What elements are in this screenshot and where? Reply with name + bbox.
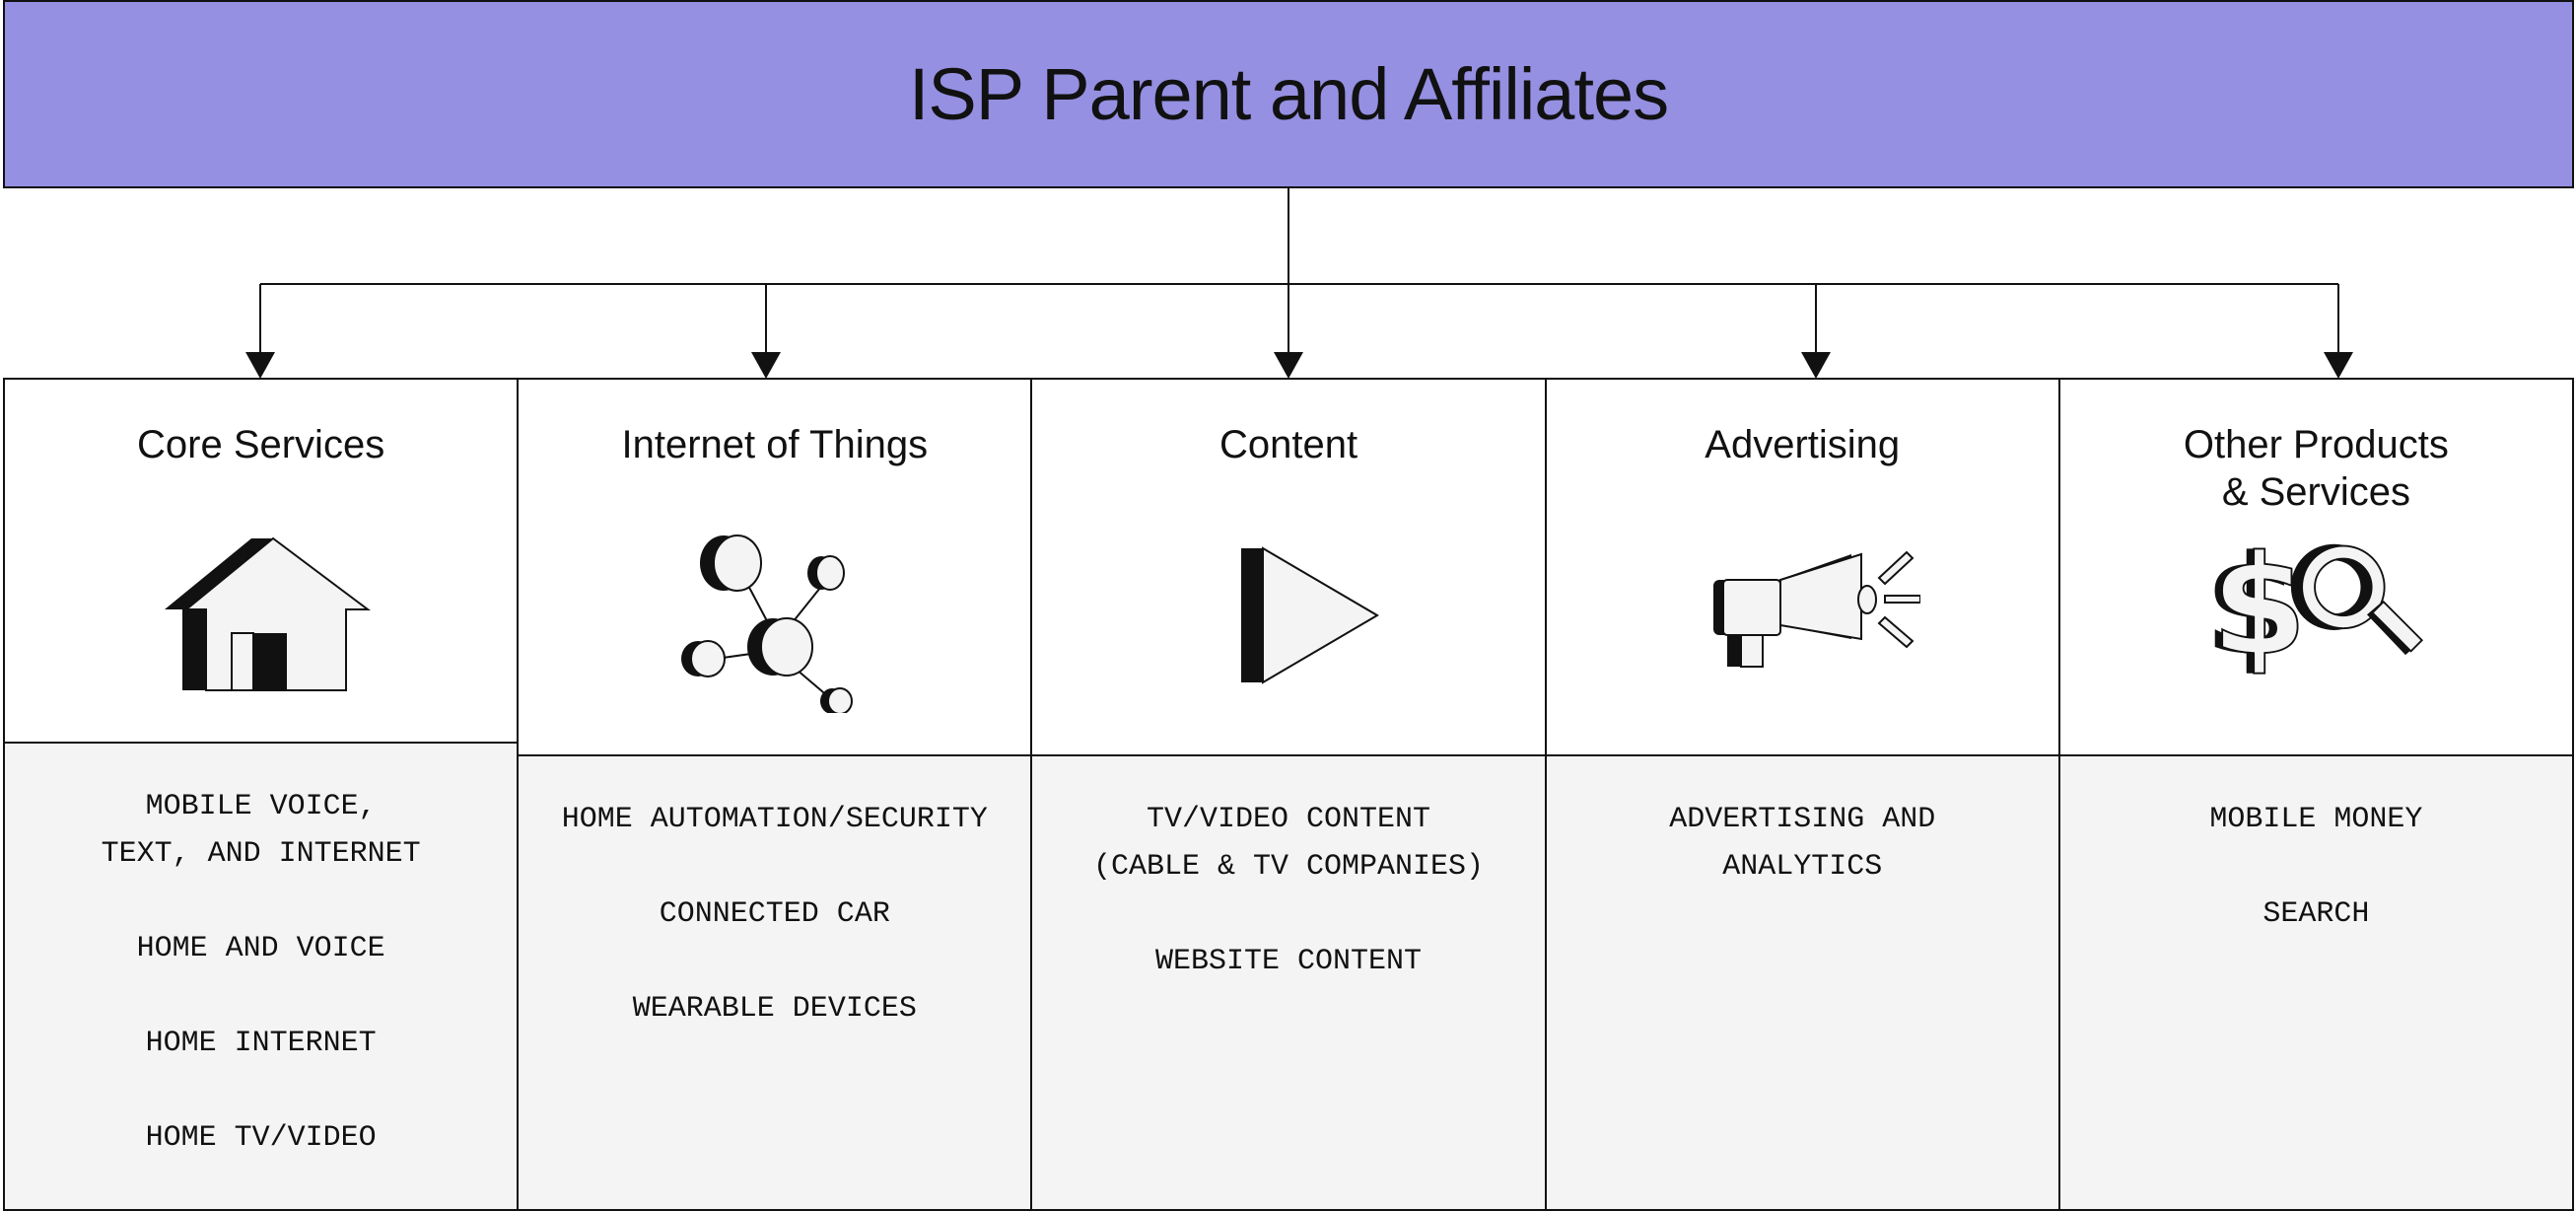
list-item: WEARABLE DEVICES — [632, 992, 917, 1026]
category-header: Advertising — [1546, 380, 2058, 756]
list-item: WEBSITE CONTENT — [1154, 945, 1423, 978]
list-item: HOME INTERNET — [145, 1027, 377, 1060]
category-core-services: Core Services MOBILE VOICE, TEXT, AND IN… — [5, 380, 518, 1209]
arrowhead-iot — [751, 352, 781, 379]
category-items: ADVERTISING AND ANALYTICS — [1546, 756, 2058, 1209]
arrowhead-advertising — [1801, 352, 1831, 379]
category-items: TV/VIDEO CONTENT (CABLE & TV COMPANIES) … — [1032, 756, 1545, 1209]
category-header: Core Services — [5, 380, 518, 744]
category-other-products-services: Other Products & Services $ $ MOBILE — [2057, 380, 2573, 1209]
list-item: MOBILE MONEY — [2209, 803, 2423, 836]
category-items: MOBILE MONEY SEARCH — [2059, 756, 2573, 1209]
arrowhead-content — [1274, 352, 1303, 379]
list-item: HOME TV/VIDEO — [145, 1121, 377, 1155]
connector-lines — [245, 188, 2353, 379]
category-items: HOME AUTOMATION/SECURITY CONNECTED CAR W… — [519, 756, 1031, 1209]
list-item: CONNECTED CAR — [659, 897, 890, 931]
arrowhead-core — [245, 352, 275, 379]
dollar-search-icon: $ $ — [2188, 506, 2444, 703]
list-item: HOME AND VOICE — [136, 932, 385, 965]
category-grid: Core Services MOBILE VOICE, TEXT, AND IN… — [3, 378, 2574, 1211]
category-content: Content TV/VIDEO CONTENT (CABLE & TV COM… — [1030, 380, 1545, 1209]
play-icon — [1160, 516, 1417, 713]
parent-header: ISP Parent and Affiliates — [3, 0, 2574, 188]
list-item: HOME AUTOMATION/SECURITY — [561, 803, 988, 836]
category-items: MOBILE VOICE, TEXT, AND INTERNET HOME AN… — [5, 744, 518, 1209]
category-advertising: Advertising — [1544, 380, 2058, 1209]
category-title: Advertising — [1705, 423, 1901, 466]
category-title: Core Services — [137, 423, 385, 466]
category-header: Internet of Things — [519, 380, 1031, 756]
house-icon — [133, 516, 389, 713]
megaphone-icon — [1674, 516, 1930, 713]
category-header: Content — [1032, 380, 1545, 756]
category-title: Other Products & Services — [2183, 423, 2449, 514]
category-title: Internet of Things — [621, 423, 929, 466]
svg-text:$: $ — [2204, 526, 2300, 685]
category-internet-of-things: Internet of Things — [517, 380, 1031, 1209]
category-header: Other Products & Services $ $ — [2059, 380, 2573, 756]
list-item: TV/VIDEO CONTENT (CABLE & TV COMPANIES) — [1092, 803, 1485, 884]
parent-title: ISP Parent and Affiliates — [908, 53, 1669, 135]
svg-text:$: $ — [2212, 526, 2308, 685]
network-nodes-icon — [647, 516, 903, 713]
arrowhead-other — [2324, 352, 2353, 379]
list-item: ADVERTISING AND ANALYTICS — [1669, 803, 1936, 884]
list-item: SEARCH — [2263, 897, 2370, 931]
list-item: MOBILE VOICE, TEXT, AND INTERNET — [101, 790, 421, 871]
category-title: Content — [1218, 423, 1358, 466]
